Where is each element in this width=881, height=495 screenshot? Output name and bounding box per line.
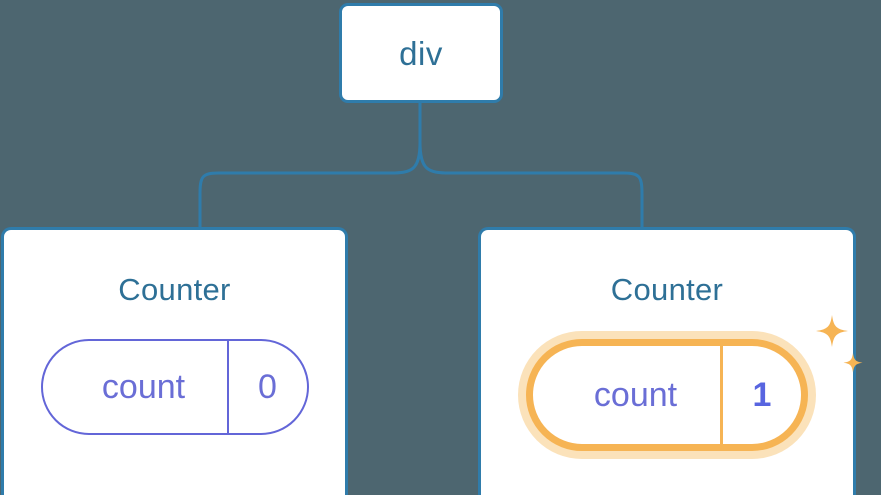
sparkle-large-icon — [816, 315, 848, 347]
counter-left-content: Counter count 0 — [4, 230, 345, 495]
state-pill-left[interactable]: count 0 — [40, 339, 309, 435]
state-value-right: 1 — [752, 376, 772, 414]
connector-branch-left — [198, 140, 422, 229]
sparkle-icon — [816, 315, 863, 373]
state-value-left: 0 — [258, 368, 277, 406]
connector-branch-right — [418, 140, 644, 229]
state-pill-wrapper-right: count 1 — [526, 315, 863, 451]
state-key-right: count — [593, 376, 678, 414]
node-counter-left[interactable]: Counter count 0 — [1, 227, 348, 495]
sparkle-small-icon — [843, 353, 863, 373]
state-pill-divider-right — [720, 346, 723, 444]
state-pill-right[interactable]: count 1 — [526, 339, 808, 451]
counter-right-title: Counter — [610, 272, 724, 307]
state-pill-divider-left — [226, 341, 229, 433]
counter-left-title: Counter — [118, 272, 231, 307]
node-root-div[interactable]: div — [339, 3, 503, 103]
node-counter-right[interactable]: Counter count 1 — [478, 227, 863, 495]
counter-right-content: Counter count 1 — [481, 230, 863, 495]
state-key-left: count — [101, 368, 186, 406]
root-node-label: div — [399, 34, 443, 72]
state-pill-wrapper-left: count 0 — [40, 339, 309, 435]
